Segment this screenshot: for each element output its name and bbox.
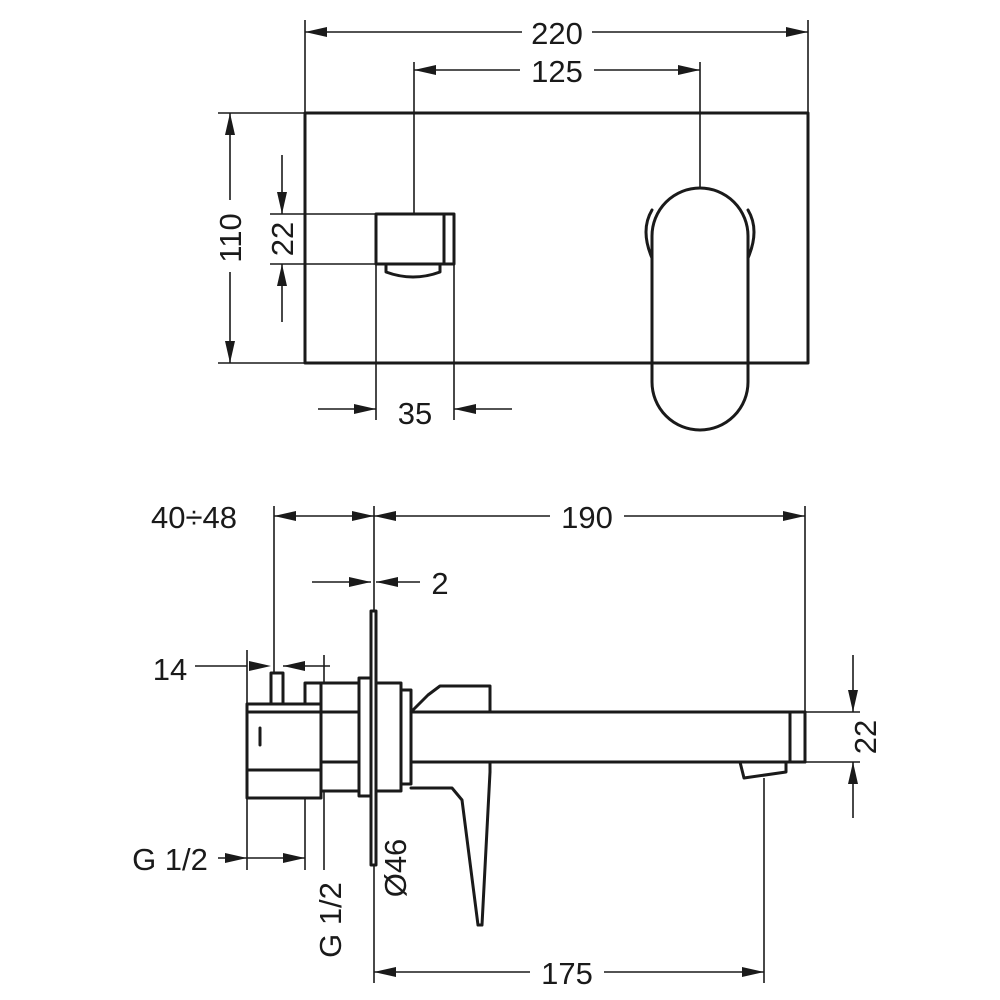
spout-tip bbox=[788, 710, 807, 764]
arrow bbox=[225, 853, 247, 863]
lever-stem bbox=[409, 760, 492, 927]
side-view: 40÷48 190 2 14 G 1/2 G 1/2 Ø46 22 bbox=[132, 498, 883, 991]
front-collar bbox=[374, 681, 403, 793]
arrow bbox=[376, 577, 398, 587]
lever-handle bbox=[409, 684, 492, 714]
arrow bbox=[678, 65, 700, 75]
arrow bbox=[283, 853, 305, 863]
dim-label-depth: 40÷48 bbox=[151, 500, 237, 535]
spout-block bbox=[374, 212, 456, 266]
arrow bbox=[274, 511, 296, 521]
arrow bbox=[454, 404, 476, 414]
handle-base bbox=[644, 208, 756, 260]
body-pin bbox=[269, 671, 285, 706]
nut-upper bbox=[319, 681, 361, 714]
body-nut bbox=[303, 681, 323, 706]
dim-label-175: 175 bbox=[541, 956, 593, 991]
arrow bbox=[354, 404, 376, 414]
dim-label-g-inlet: G 1/2 bbox=[132, 842, 208, 877]
dim-label-22-side: 22 bbox=[848, 720, 883, 754]
arrow bbox=[786, 27, 808, 37]
concealed-body bbox=[245, 702, 323, 800]
arrow bbox=[374, 511, 396, 521]
arrow bbox=[352, 511, 374, 521]
spout-aerator bbox=[384, 262, 442, 279]
arrow bbox=[305, 27, 327, 37]
nut-lower bbox=[319, 760, 361, 793]
dim-label-22-top: 22 bbox=[265, 222, 300, 256]
wall-plate-outline bbox=[303, 111, 810, 365]
dim-label-125: 125 bbox=[531, 54, 583, 89]
dim-label-190: 190 bbox=[561, 500, 613, 535]
arrow bbox=[349, 577, 371, 587]
arrow bbox=[414, 65, 436, 75]
arrow bbox=[225, 113, 235, 135]
dim-label-plate-diameter: Ø46 bbox=[378, 839, 413, 898]
aerator bbox=[738, 760, 788, 780]
dim-label-2: 2 bbox=[431, 566, 448, 601]
arrow bbox=[249, 661, 271, 671]
arrow bbox=[277, 192, 287, 214]
arrow bbox=[374, 967, 396, 977]
connector bbox=[319, 710, 361, 764]
arrow bbox=[783, 511, 805, 521]
handle-outline bbox=[650, 186, 750, 432]
collar bbox=[357, 676, 373, 798]
spout-body bbox=[409, 710, 807, 764]
dim-label-14: 14 bbox=[153, 652, 187, 687]
arrow bbox=[848, 690, 858, 712]
arrow bbox=[848, 762, 858, 784]
arrow bbox=[277, 264, 287, 286]
dim-label-220: 220 bbox=[531, 16, 583, 51]
arrow bbox=[742, 967, 764, 977]
arrow bbox=[283, 661, 305, 671]
dim-label-g-vertical: G 1/2 bbox=[313, 882, 348, 958]
top-view: 220 125 110 22 35 bbox=[212, 14, 810, 432]
dim-label-110: 110 bbox=[213, 213, 248, 262]
dim-label-35: 35 bbox=[398, 396, 432, 431]
arrow bbox=[225, 341, 235, 363]
